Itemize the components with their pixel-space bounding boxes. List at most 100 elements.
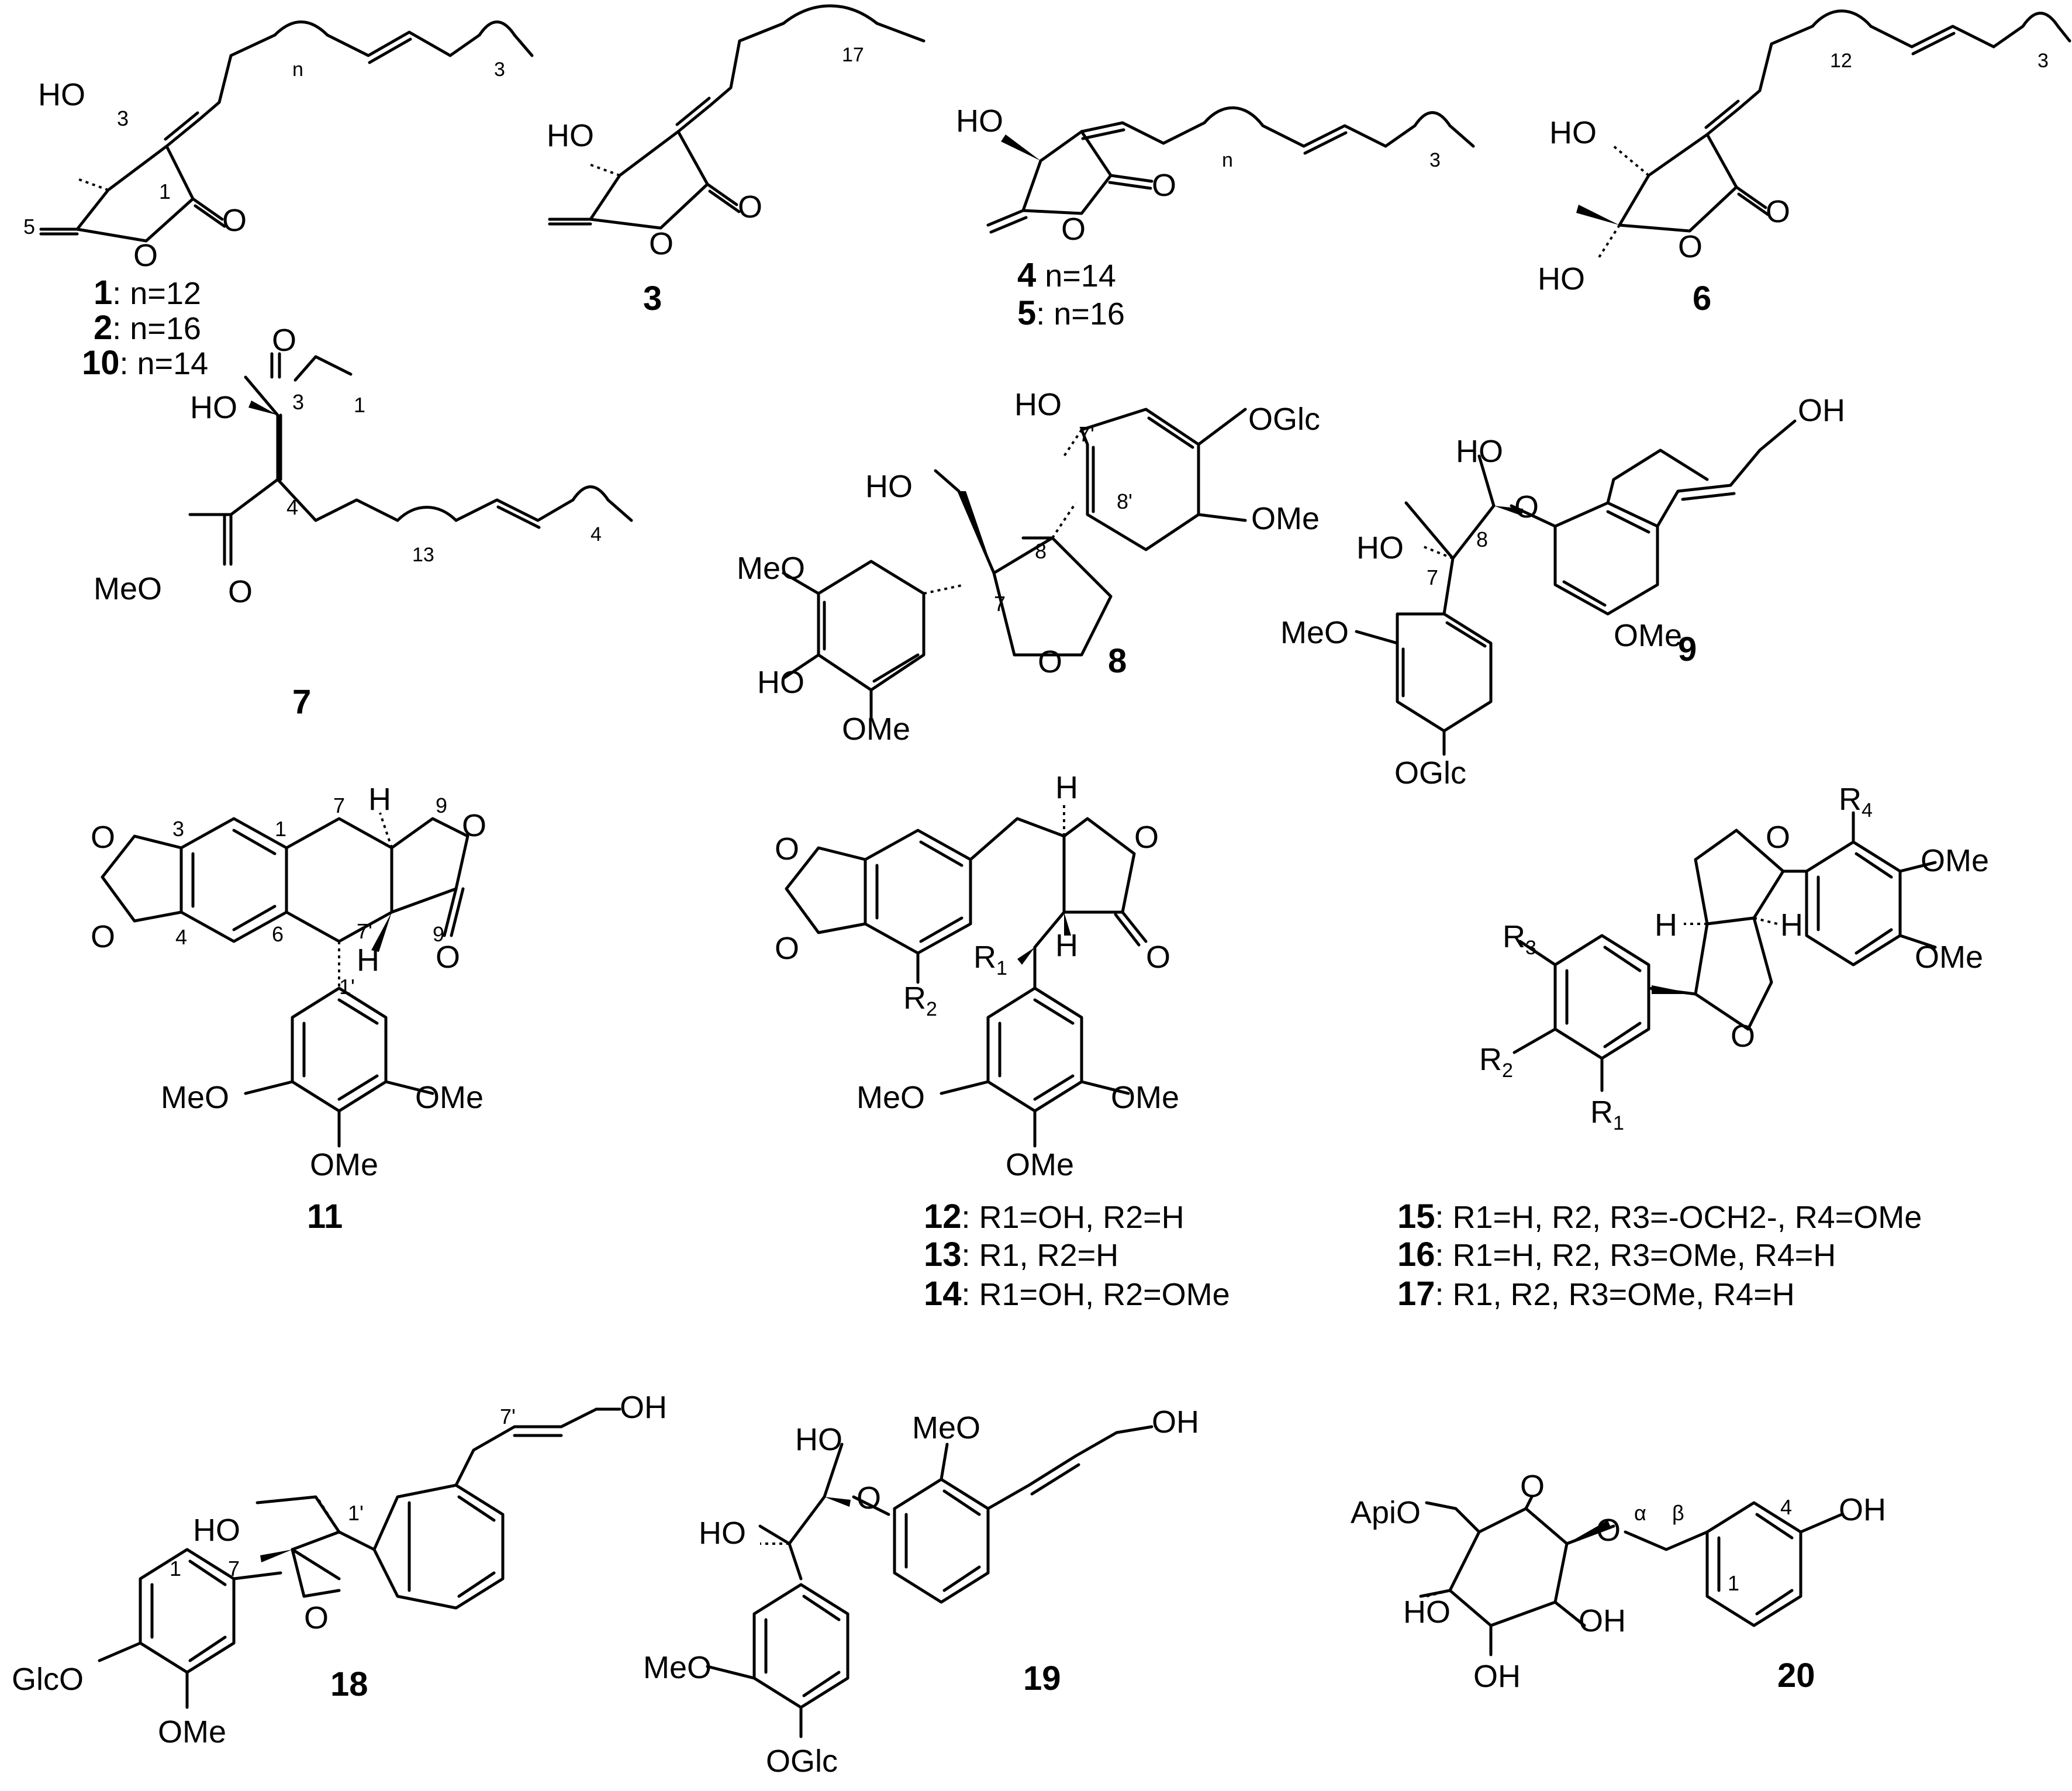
caption-compound-15-16-17: 15: R1=H, R2, R3=-OCH2-, R4=OMe 16: R1=H… (1397, 1198, 1922, 1313)
compound-id: 2 (94, 309, 112, 347)
compound-id: 9 (1678, 630, 1697, 668)
structure-compound-19: HO HO O MeO OH MeO OGlc (643, 1404, 1199, 1779)
compound-caption: : R1=OH, R2=H (962, 1200, 1185, 1235)
locant-3: 3 (172, 817, 184, 841)
chain-count-3: 3 (2038, 50, 2049, 72)
ring-oxygen-label: O (133, 238, 158, 273)
compound-id: 7 (292, 683, 311, 721)
hydroxyl-label: OH (1839, 1492, 1886, 1527)
structure-compound-7: O HO MeO O 3 1 4 13 4 (94, 323, 633, 609)
locant-6: 6 (272, 922, 284, 946)
glucoside-label: OGlc (766, 1744, 838, 1779)
ketone-oxygen-label: O (272, 323, 296, 358)
chain-count-3: 3 (494, 58, 505, 81)
svg-text:2: n=16: 2: n=16 (94, 309, 201, 347)
compound-id: 12 (924, 1198, 962, 1236)
compound-caption: : n=16 (112, 311, 201, 346)
compound-id: 20 (1777, 1657, 1815, 1695)
carbonyl-oxygen-label: O (222, 203, 247, 238)
methoxy-label: MeO (857, 1080, 925, 1115)
compound-caption: n=14 (1036, 258, 1116, 294)
hydroxyl-label: HO (757, 665, 804, 700)
hydroxyl-label: HO (1014, 387, 1062, 422)
locant-4: 4 (175, 925, 187, 949)
substituent-r1-label: R1 (1590, 1095, 1624, 1134)
methoxy-label: OMe (415, 1080, 484, 1115)
locant-7-prime: 7' (500, 1404, 516, 1428)
hydroxyl-label: HO (38, 77, 85, 112)
compound-id: 15 (1397, 1198, 1435, 1236)
methoxy-label: MeO (94, 571, 162, 606)
svg-text:1: n=12: 1: n=12 (94, 274, 201, 312)
compound-id: 6 (1693, 279, 1711, 318)
locant-1: 1 (354, 393, 365, 417)
glucoside-label: GlcO (12, 1662, 84, 1697)
substituent-r2-label: R2 (1479, 1042, 1513, 1082)
hydroxyl-label: HO (1356, 530, 1404, 565)
locant-1: 1 (275, 817, 286, 841)
carbonyl-oxygen-label: O (1146, 940, 1170, 975)
locant-7-prime: 7' (357, 919, 372, 943)
hydroxyl-label: HO (547, 118, 594, 153)
methoxy-label: OMe (1915, 940, 1983, 975)
compound-id: 8 (1108, 642, 1127, 680)
methoxy-label: OMe (310, 1147, 378, 1182)
dioxole-oxygen-label: O (775, 931, 799, 966)
chain-count-4: 4 (590, 523, 602, 546)
locant-7: 7 (228, 1557, 240, 1581)
carbonyl-oxygen-label: O (1766, 194, 1790, 229)
caption-compound-12-13-14: 12: R1=OH, R2=H 13: R1, R2=H 14: R1=OH, … (924, 1198, 1230, 1313)
hydrogen-label: H (368, 782, 391, 817)
hydroxyl-label: HO (956, 103, 1003, 139)
hydrogen-label: H (1055, 928, 1078, 963)
methoxy-label: OMe (1921, 843, 1989, 878)
compound-id: 4 (1017, 256, 1036, 294)
ring-oxygen-label: O (304, 1600, 329, 1635)
caption-compound-1-2-10: 1: n=12 2: n=16 10: n=14 (82, 274, 208, 382)
compound-id: 14 (924, 1275, 962, 1313)
ring-oxygen-label: O (649, 226, 674, 261)
hydroxyl-label: HO (699, 1516, 746, 1551)
locant-1: 1 (159, 180, 171, 203)
hydrogen-label: H (357, 943, 379, 978)
locant-3: 3 (292, 390, 304, 414)
methoxy-label: MeO (912, 1410, 980, 1445)
locant-1-prime: 1' (339, 975, 355, 999)
svg-text:15: R1=H, R2, R3=-OCH2-, R4=OM: 15: R1=H, R2, R3=-OCH2-, R4=OMe (1397, 1198, 1922, 1236)
structure-compound-9: HO HO O OH OMe MeO OGlc 7 8 (1280, 393, 1845, 791)
structure-compound-4: HO O O n 3 (956, 103, 1475, 247)
lactone-oxygen-label: O (462, 808, 486, 843)
locant-9: 9 (436, 793, 447, 817)
carbonyl-oxygen-label: O (436, 940, 460, 975)
structure-compound-3: HO O O 17 (547, 4, 926, 261)
structure-compound-15: O O H H R4 OMe OMe R3 R2 R1 (1479, 782, 1989, 1134)
compound-id: 19 (1023, 1659, 1061, 1697)
compound-caption: : n=14 (120, 346, 209, 381)
locant-3: 3 (117, 106, 129, 130)
chain-count-12: 12 (1830, 50, 1852, 72)
chain-count-n: n (1222, 149, 1233, 171)
structure-compound-11: O O O O H H MeO OMe OMe 3 1 4 6 7 9 7' 9… (91, 782, 486, 1182)
ring-oxygen-label: O (1766, 820, 1790, 855)
apioside-label: ApiO (1351, 1495, 1421, 1530)
ether-oxygen-label: O (857, 1481, 881, 1516)
hydroxyl-label: HO (865, 469, 913, 504)
chain-count-17: 17 (842, 44, 864, 66)
methoxy-label: MeO (161, 1080, 229, 1115)
compound-caption: : R1, R2=H (962, 1238, 1119, 1273)
hydroxyl-label: OH (1152, 1404, 1199, 1440)
compound-id: 10 (82, 344, 120, 382)
svg-text:10: n=14: 10: n=14 (82, 344, 208, 382)
compound-id: 11 (307, 1198, 343, 1236)
hydrogen-label: H (1655, 907, 1677, 943)
ring-oxygen-label: O (1678, 229, 1703, 264)
chain-count-13: 13 (412, 544, 434, 566)
ring-oxygen-label: O (1038, 644, 1062, 679)
methoxy-label: MeO (737, 551, 805, 586)
hydroxyl-label: OH (620, 1390, 667, 1425)
structure-compound-20: O O ApiO HO OH OH OH α β 1 4 (1351, 1469, 1886, 1694)
compound-id: 1 (94, 274, 112, 312)
locant-alpha: α (1634, 1501, 1646, 1525)
substituent-r2-label: R2 (903, 981, 937, 1020)
